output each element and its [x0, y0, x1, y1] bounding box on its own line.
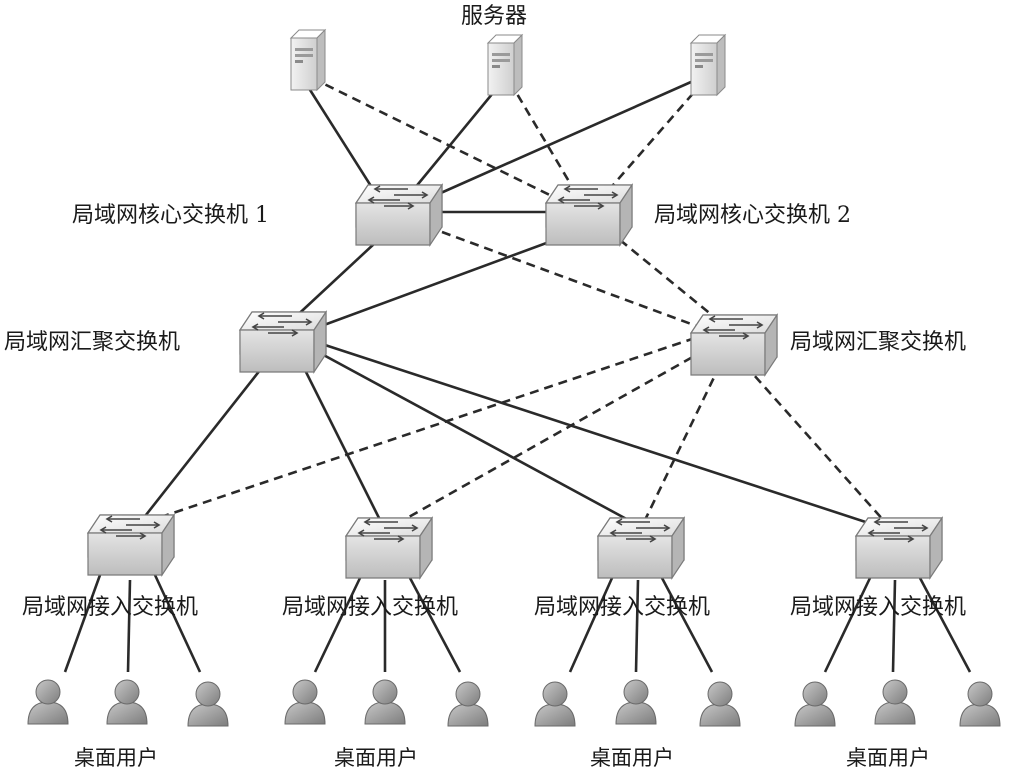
desktop-user-label-2: 桌面用户: [334, 746, 418, 770]
link-access3-user: [660, 577, 714, 673]
link-access3-user: [568, 577, 614, 673]
access-switch-1-label: 局域网接入交换机: [22, 595, 199, 620]
link-access3-user: [634, 579, 640, 673]
core-switch-2-label: 局域网核心交换机 2: [654, 203, 851, 228]
access-switch-2-label: 局域网接入交换机: [282, 595, 459, 620]
link-access2-user: [313, 577, 362, 673]
user-icon: [874, 679, 916, 725]
link-core1-agg-left: [289, 242, 376, 323]
link-server1-core2: [311, 76, 571, 207]
servers: [290, 29, 726, 96]
link-agg-right-access1: [151, 336, 696, 522]
user-icon: [534, 681, 576, 727]
aggregation-switch-right-icon: [690, 314, 778, 376]
link-access4-user: [918, 577, 972, 673]
server-icon: [487, 34, 523, 96]
access-switch-4-icon: [855, 517, 943, 579]
core-switch-1-label: 局域网核心交换机 1: [72, 203, 269, 228]
core-switch-1-icon: [355, 184, 443, 246]
aggregation-switch-left-icon: [239, 311, 327, 373]
core-switch-2-icon: [545, 184, 633, 246]
access-switch-1-icon: [87, 514, 175, 576]
link-access2-user: [408, 577, 462, 673]
link-access4-user: [891, 579, 897, 673]
link-agg-left-access4: [324, 343, 891, 532]
desktop-users: [27, 679, 1001, 727]
links: [63, 76, 972, 673]
link-access4-user: [823, 577, 872, 673]
aggregation-switch-left-label: 局域网汇聚交换机: [4, 330, 181, 355]
link-server3-core2: [599, 81, 704, 201]
user-icon: [284, 679, 326, 725]
user-icon: [106, 679, 148, 725]
link-access1-user: [126, 579, 132, 673]
link-access1-user: [153, 574, 202, 673]
link-access1-user: [63, 574, 102, 673]
server-icon: [290, 29, 326, 91]
link-agg-left-access2: [298, 359, 382, 521]
user-icon: [187, 681, 229, 727]
desktop-user-label-3: 桌面用户: [590, 746, 674, 770]
desktop-user-label-4: 桌面用户: [846, 746, 930, 770]
server-icon: [690, 34, 726, 96]
link-server2-core1: [403, 81, 504, 201]
link-agg-left-access3: [317, 350, 633, 524]
user-icon: [447, 681, 489, 727]
access-switch-3-label: 局域网接入交换机: [534, 595, 711, 620]
link-server2-core2: [508, 81, 582, 201]
link-core2-agg-left: [304, 236, 561, 334]
link-agg-left-access1: [140, 359, 270, 521]
server-label: 服务器: [461, 4, 528, 29]
access-switch-4-label: 局域网接入交换机: [790, 595, 967, 620]
access-switch-2-icon: [345, 517, 433, 579]
link-agg-right-access3: [643, 364, 722, 521]
link-agg-right-access2: [399, 348, 706, 524]
user-icon: [959, 681, 1001, 727]
link-server3-core1: [424, 76, 701, 202]
aggregation-switch-right-label: 局域网汇聚交换机: [790, 330, 967, 355]
link-core1-agg-right: [441, 230, 703, 330]
user-icon: [794, 681, 836, 727]
link-core2-agg-right: [619, 238, 719, 322]
access-switch-3-icon: [597, 517, 685, 579]
user-icon: [364, 679, 406, 725]
user-icon: [699, 681, 741, 727]
link-agg-right-access4: [744, 364, 886, 523]
desktop-user-label-1: 桌面用户: [74, 746, 158, 770]
user-icon: [27, 679, 69, 725]
user-icon: [615, 679, 657, 725]
